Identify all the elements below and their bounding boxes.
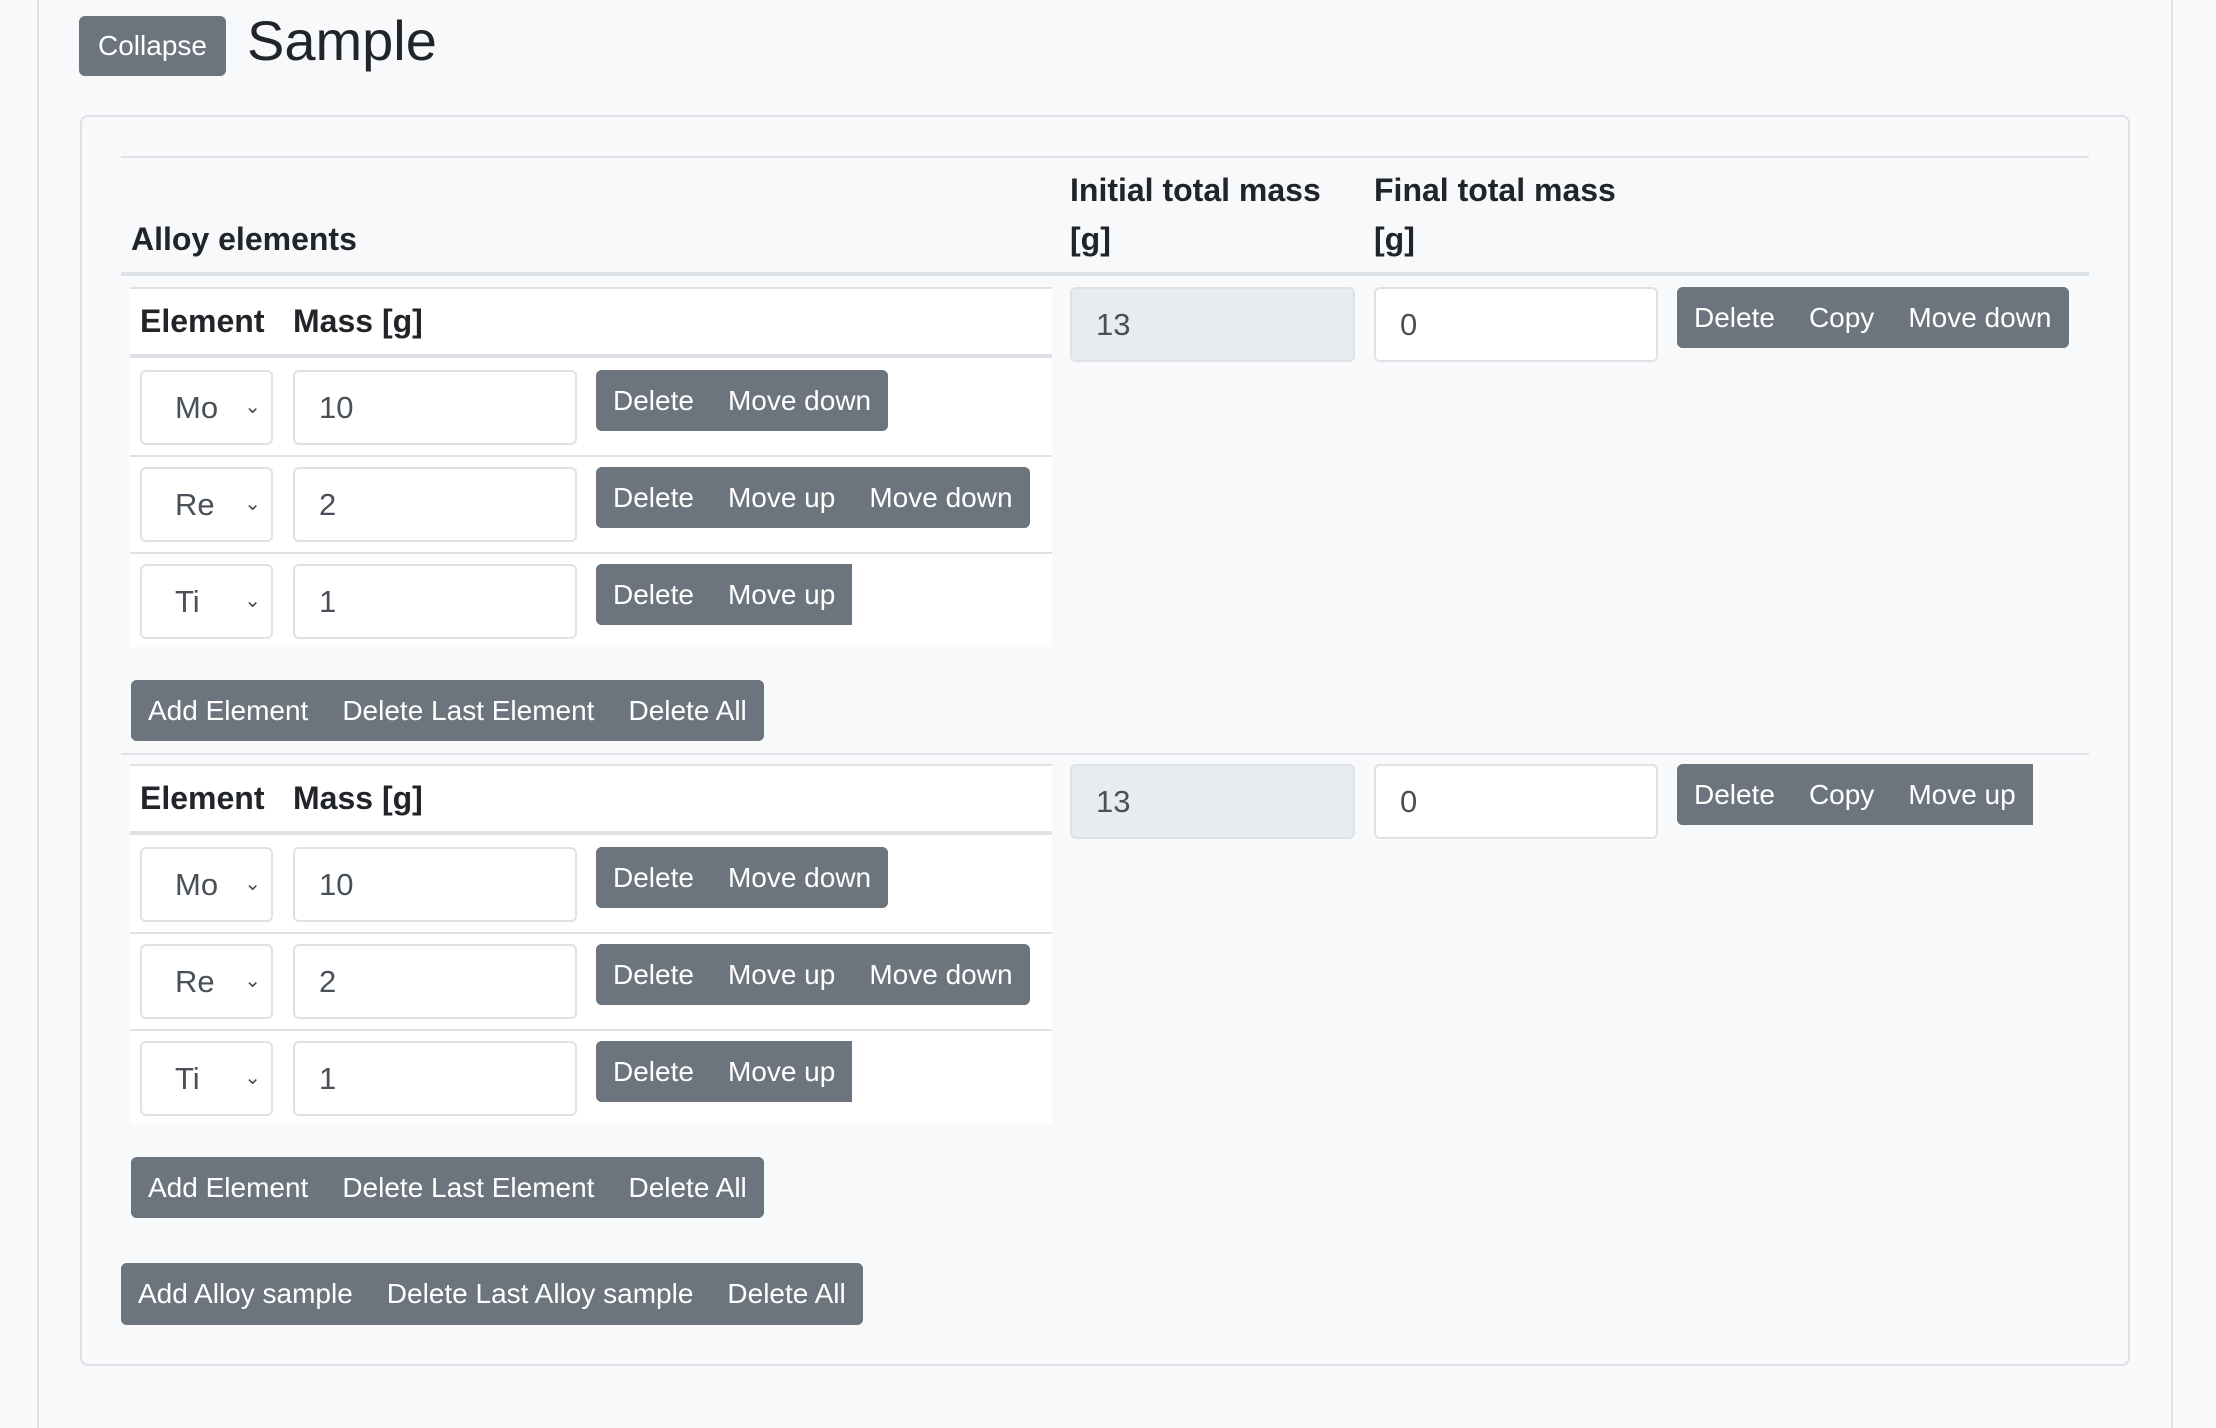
initial-total-mass-header-line2: [g] [1070, 221, 1111, 257]
right-page-border [2171, 0, 2173, 1428]
alloy-elements-header: Alloy elements [131, 221, 357, 257]
element-column-header: Element [140, 780, 265, 816]
delete-all-elements-button[interactable]: Delete All [611, 1157, 764, 1218]
element-select[interactable]: Re ⌄ [140, 467, 273, 542]
element-row-actions: Delete Move up [596, 1041, 853, 1102]
element-row-actions: Delete Move up Move down [596, 467, 1030, 528]
alloy-sample-actions: Add Alloy sample Delete Last Alloy sampl… [121, 1263, 863, 1325]
chevron-down-icon: ⌄ [244, 873, 261, 895]
move-down-button[interactable]: Move down [710, 847, 889, 908]
left-page-border [37, 0, 39, 1428]
element-row: Ti ⌄ 1 Delete Move up [130, 552, 1052, 649]
initial-total-mass-input: 13 [1070, 764, 1355, 839]
element-select[interactable]: Re ⌄ [140, 944, 273, 1019]
element-actions: Add Element Delete Last Element Delete A… [131, 1157, 764, 1218]
add-element-button[interactable]: Add Element [131, 1157, 326, 1218]
final-total-mass-input[interactable]: 0 [1374, 764, 1658, 839]
delete-all-alloy-samples-button[interactable]: Delete All [710, 1263, 863, 1325]
element-row: Ti ⌄ 1 Delete Move up [130, 1029, 1052, 1126]
chevron-down-icon: ⌄ [244, 970, 261, 992]
element-actions: Add Element Delete Last Element Delete A… [131, 680, 764, 741]
element-row: Re ⌄ 2 Delete Move up Move down [130, 932, 1052, 1029]
mass-input[interactable]: 2 [293, 467, 577, 542]
element-select-value: Ti [175, 584, 200, 619]
final-total-mass-input[interactable]: 0 [1374, 287, 1658, 362]
initial-total-mass-input: 13 [1070, 287, 1355, 362]
delete-last-alloy-sample-button[interactable]: Delete Last Alloy sample [369, 1263, 711, 1325]
element-select[interactable]: Mo ⌄ [140, 370, 273, 445]
table-header-bottom-border [121, 272, 2089, 276]
chevron-down-icon: ⌄ [244, 1067, 261, 1089]
move-down-button[interactable]: Move down [710, 370, 889, 431]
element-row-actions: Delete Move down [596, 847, 889, 908]
delete-sample-button[interactable]: Delete [1677, 764, 1792, 825]
element-row-actions: Delete Move up [596, 564, 853, 625]
move-up-button[interactable]: Move up [710, 944, 853, 1005]
copy-sample-button[interactable]: Copy [1791, 287, 1892, 348]
delete-last-element-button[interactable]: Delete Last Element [325, 680, 612, 741]
final-total-mass-header-line1: Final total mass [1374, 172, 1616, 208]
sample-divider [121, 753, 2089, 755]
chevron-down-icon: ⌄ [244, 590, 261, 612]
move-up-button[interactable]: Move up [710, 467, 853, 528]
add-element-button[interactable]: Add Element [131, 680, 326, 741]
elements-table: Element Mass [g] Mo ⌄ 10 Delete Move down… [130, 764, 1052, 1124]
move-down-button[interactable]: Move down [852, 944, 1030, 1005]
mass-input[interactable]: 1 [293, 1041, 577, 1116]
final-total-mass-header-line2: [g] [1374, 221, 1415, 257]
move-down-button[interactable]: Move down [852, 467, 1030, 528]
delete-element-button[interactable]: Delete [596, 1041, 711, 1102]
sample-actions: Delete Copy Move down [1677, 287, 2069, 348]
element-select-value: Ti [175, 1061, 200, 1096]
delete-element-button[interactable]: Delete [596, 370, 711, 431]
move-sample-down-button[interactable]: Move down [1891, 287, 2069, 348]
element-row: Mo ⌄ 10 Delete Move down [130, 837, 1052, 934]
element-select-value: Re [175, 487, 215, 522]
chevron-down-icon: ⌄ [244, 493, 261, 515]
elements-table-header: Element Mass [g] [130, 289, 1052, 358]
delete-element-button[interactable]: Delete [596, 564, 711, 625]
element-row-actions: Delete Move down [596, 370, 889, 431]
initial-total-mass-header: Initial total mass [g] [1070, 166, 1321, 264]
delete-all-elements-button[interactable]: Delete All [611, 680, 764, 741]
chevron-down-icon: ⌄ [244, 396, 261, 418]
mass-column-header: Mass [g] [293, 303, 423, 339]
elements-table-header: Element Mass [g] [130, 766, 1052, 835]
move-up-button[interactable]: Move up [710, 1041, 853, 1102]
page-title: Sample [247, 9, 437, 72]
final-total-mass-header: Final total mass [g] [1374, 166, 1616, 264]
element-row: Re ⌄ 2 Delete Move up Move down [130, 455, 1052, 552]
delete-sample-button[interactable]: Delete [1677, 287, 1792, 348]
elements-table: Element Mass [g] Mo ⌄ 10 Delete Move down… [130, 287, 1052, 647]
initial-total-mass-header-line1: Initial total mass [1070, 172, 1321, 208]
delete-element-button[interactable]: Delete [596, 847, 711, 908]
sample-actions: Delete Copy Move up [1677, 764, 2033, 825]
mass-input[interactable]: 10 [293, 370, 577, 445]
element-select-value: Re [175, 964, 215, 999]
element-row: Mo ⌄ 10 Delete Move down [130, 360, 1052, 457]
collapse-button[interactable]: Collapse [79, 16, 226, 76]
element-select[interactable]: Mo ⌄ [140, 847, 273, 922]
delete-element-button[interactable]: Delete [596, 944, 711, 1005]
table-header-top-border [121, 156, 2089, 158]
element-column-header: Element [140, 303, 265, 339]
element-select-value: Mo [175, 867, 219, 902]
move-sample-up-button[interactable]: Move up [1891, 764, 2033, 825]
mass-column-header: Mass [g] [293, 780, 423, 816]
element-select[interactable]: Ti ⌄ [140, 564, 273, 639]
copy-sample-button[interactable]: Copy [1791, 764, 1892, 825]
mass-input[interactable]: 10 [293, 847, 577, 922]
element-select[interactable]: Ti ⌄ [140, 1041, 273, 1116]
delete-element-button[interactable]: Delete [596, 467, 711, 528]
move-up-button[interactable]: Move up [710, 564, 853, 625]
delete-last-element-button[interactable]: Delete Last Element [325, 1157, 612, 1218]
mass-input[interactable]: 2 [293, 944, 577, 1019]
element-row-actions: Delete Move up Move down [596, 944, 1030, 1005]
add-alloy-sample-button[interactable]: Add Alloy sample [121, 1263, 370, 1325]
mass-input[interactable]: 1 [293, 564, 577, 639]
element-select-value: Mo [175, 390, 219, 425]
